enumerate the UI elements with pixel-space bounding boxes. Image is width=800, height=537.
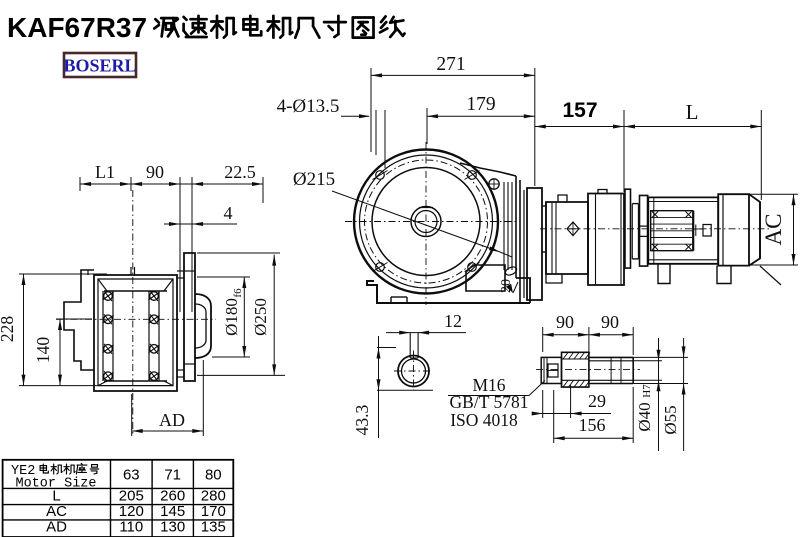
svg-text:205: 205 [119, 488, 144, 505]
svg-text:135: 135 [201, 519, 226, 536]
svg-text:43.3: 43.3 [352, 404, 372, 435]
svg-text:BOSERL: BOSERL [63, 56, 136, 76]
svg-text:f6: f6 [232, 288, 244, 298]
svg-text:110: 110 [119, 519, 143, 536]
svg-text:AC: AC [46, 503, 67, 520]
svg-text:90: 90 [601, 312, 619, 332]
svg-text:80: 80 [205, 467, 222, 484]
svg-text:145: 145 [160, 503, 185, 520]
svg-text:29: 29 [588, 391, 606, 411]
svg-text:L: L [686, 100, 699, 124]
svg-text:H7: H7 [641, 384, 653, 398]
svg-text:22.5: 22.5 [224, 162, 256, 182]
svg-text:271: 271 [436, 54, 465, 75]
svg-text:130: 130 [160, 519, 185, 536]
svg-text:Ø250: Ø250 [251, 298, 270, 336]
svg-text:Motor Size: Motor Size [15, 477, 96, 492]
svg-text:AD: AD [159, 410, 185, 430]
svg-text:12: 12 [444, 311, 462, 331]
svg-text:280: 280 [201, 488, 226, 505]
svg-text:M16: M16 [472, 375, 505, 395]
svg-text:Ø215: Ø215 [293, 169, 335, 190]
svg-text:120: 120 [119, 503, 144, 520]
svg-text:157: 157 [562, 99, 597, 122]
svg-text:228: 228 [0, 316, 17, 343]
svg-text:Ø40: Ø40 [635, 402, 654, 431]
svg-text:YE2: YE2 [11, 464, 35, 479]
svg-text:GB/T 5781: GB/T 5781 [450, 392, 529, 412]
svg-text:179: 179 [466, 94, 495, 115]
svg-text:260: 260 [160, 488, 185, 505]
svg-text:L: L [52, 488, 60, 505]
svg-text:4-Ø13.5: 4-Ø13.5 [277, 96, 340, 117]
svg-text:L1: L1 [95, 162, 115, 182]
svg-text:140: 140 [33, 337, 53, 364]
svg-text:170: 170 [201, 503, 226, 520]
svg-text:156: 156 [579, 415, 606, 435]
svg-text:71: 71 [164, 467, 181, 484]
svg-text:90: 90 [146, 162, 164, 182]
svg-text:Ø180: Ø180 [222, 298, 241, 336]
svg-text:AC: AC [761, 214, 786, 246]
svg-text:AD: AD [46, 519, 67, 536]
svg-text:63: 63 [123, 467, 140, 484]
svg-text:90: 90 [556, 312, 574, 332]
svg-text:ISO 4018: ISO 4018 [450, 410, 518, 430]
svg-text:Ø55: Ø55 [661, 405, 680, 434]
svg-text:KAF67R37: KAF67R37 [7, 12, 147, 43]
svg-text:4: 4 [224, 203, 233, 223]
